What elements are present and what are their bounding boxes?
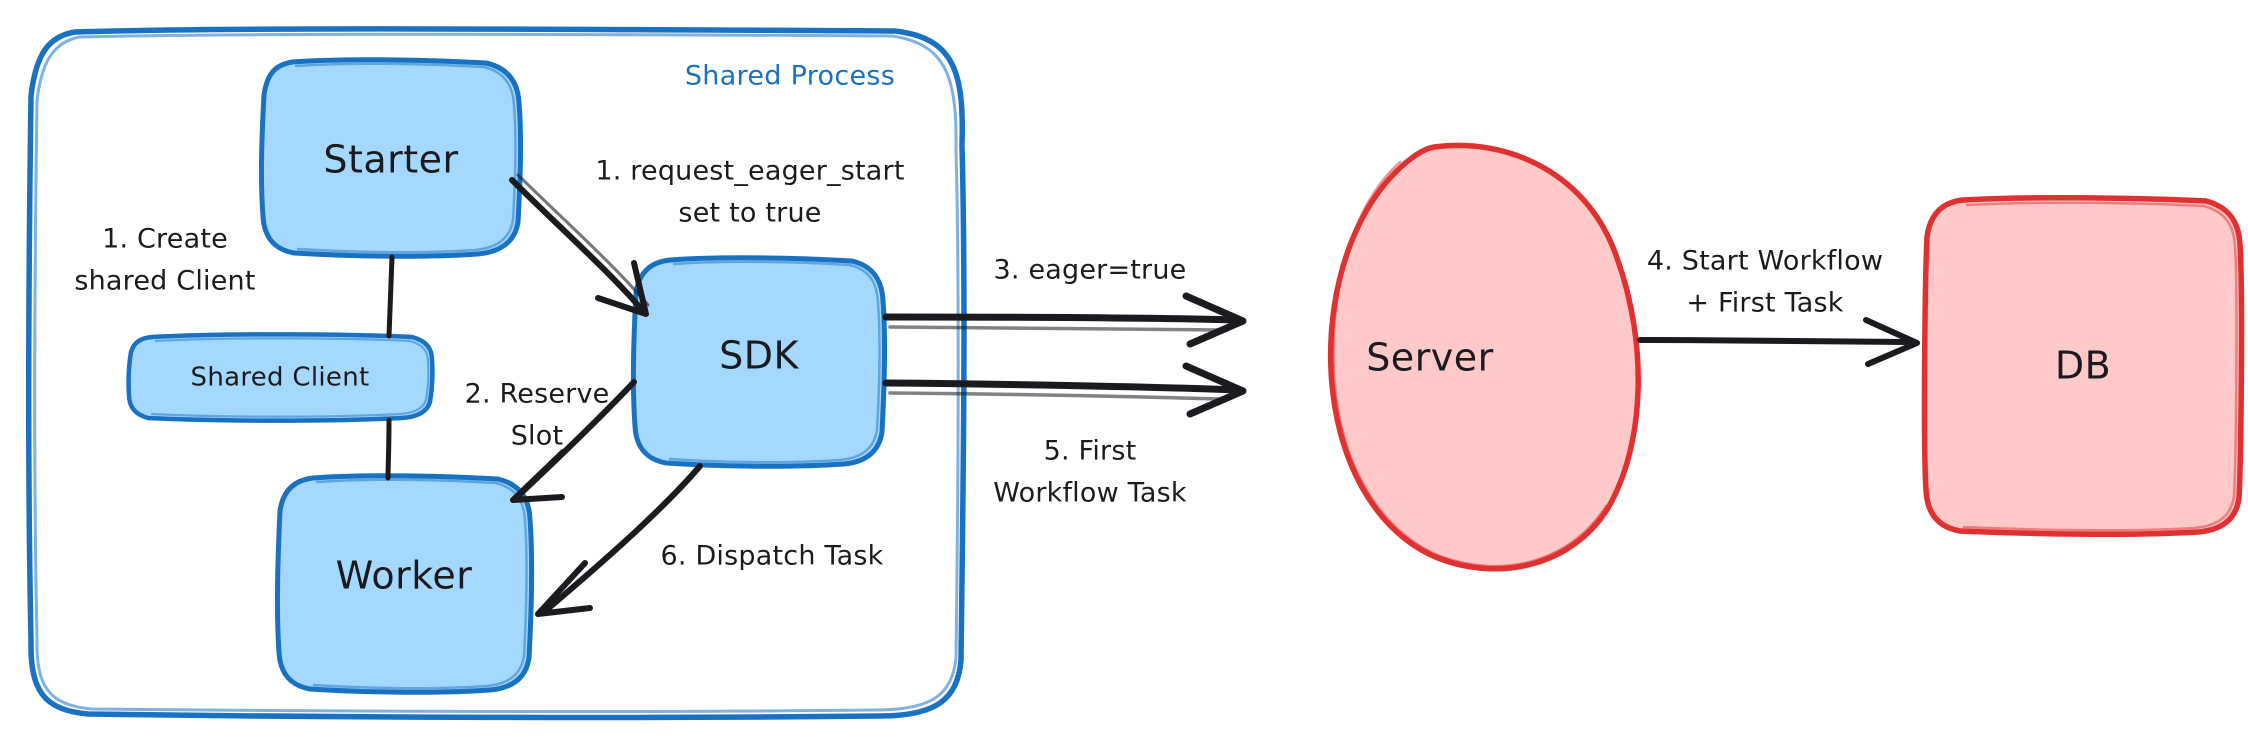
- node-shared-client-label: Shared Client: [191, 363, 370, 393]
- node-server[interactable]: Server: [1327, 142, 1641, 572]
- edge-eager-true-label: 3. eager=true: [994, 255, 1187, 286]
- node-worker-label: Worker: [336, 554, 473, 598]
- edge-first-workflow-task: 5. First Workflow Task: [882, 362, 1247, 509]
- node-db-label: DB: [2055, 344, 2111, 388]
- edge-create-shared-client-label-line2: shared Client: [74, 266, 255, 297]
- edge-start-workflow-label-line2: + First Task: [1686, 288, 1843, 319]
- node-worker[interactable]: Worker: [274, 473, 535, 695]
- edge-start-workflow: 4. Start Workflow + First Task: [1637, 246, 1920, 367]
- edge-dispatch-task: 6. Dispatch Task: [535, 463, 884, 617]
- node-sdk-label: SDK: [719, 334, 799, 378]
- edge-start-workflow-label-line1: 4. Start Workflow: [1647, 246, 1883, 277]
- edge-reserve-slot-label-line2: Slot: [511, 421, 564, 452]
- shared-process-group: Shared Process: [25, 26, 967, 721]
- edge-request-eager-start-label-line2: set to true: [678, 198, 821, 229]
- node-sdk[interactable]: SDK: [630, 255, 888, 469]
- edge-create-shared-client-label-line1: 1. Create: [102, 224, 228, 255]
- node-shared-client[interactable]: Shared Client: [126, 332, 435, 423]
- shared-process-label: Shared Process: [685, 61, 895, 92]
- edge-reserve-slot: 2. Reserve Slot: [465, 379, 637, 503]
- node-server-label: Server: [1366, 336, 1494, 380]
- edge-first-workflow-task-label-line1: 5. First: [1044, 436, 1137, 467]
- node-starter[interactable]: Starter: [258, 57, 524, 259]
- edge-reserve-slot-label-line1: 2. Reserve: [465, 379, 610, 410]
- edge-create-shared-client: 1. Create shared Client: [74, 224, 395, 481]
- node-db[interactable]: DB: [1921, 195, 2245, 537]
- edge-first-workflow-task-label-line2: Workflow Task: [993, 478, 1187, 509]
- edge-request-eager-start-label-line1: 1. request_eager_start: [595, 156, 904, 187]
- edge-eager-true: 3. eager=true: [882, 255, 1247, 348]
- edge-dispatch-task-label: 6. Dispatch Task: [661, 541, 884, 572]
- node-starter-label: Starter: [323, 138, 458, 182]
- edge-request-eager-start: 1. request_eager_start set to true: [509, 156, 904, 317]
